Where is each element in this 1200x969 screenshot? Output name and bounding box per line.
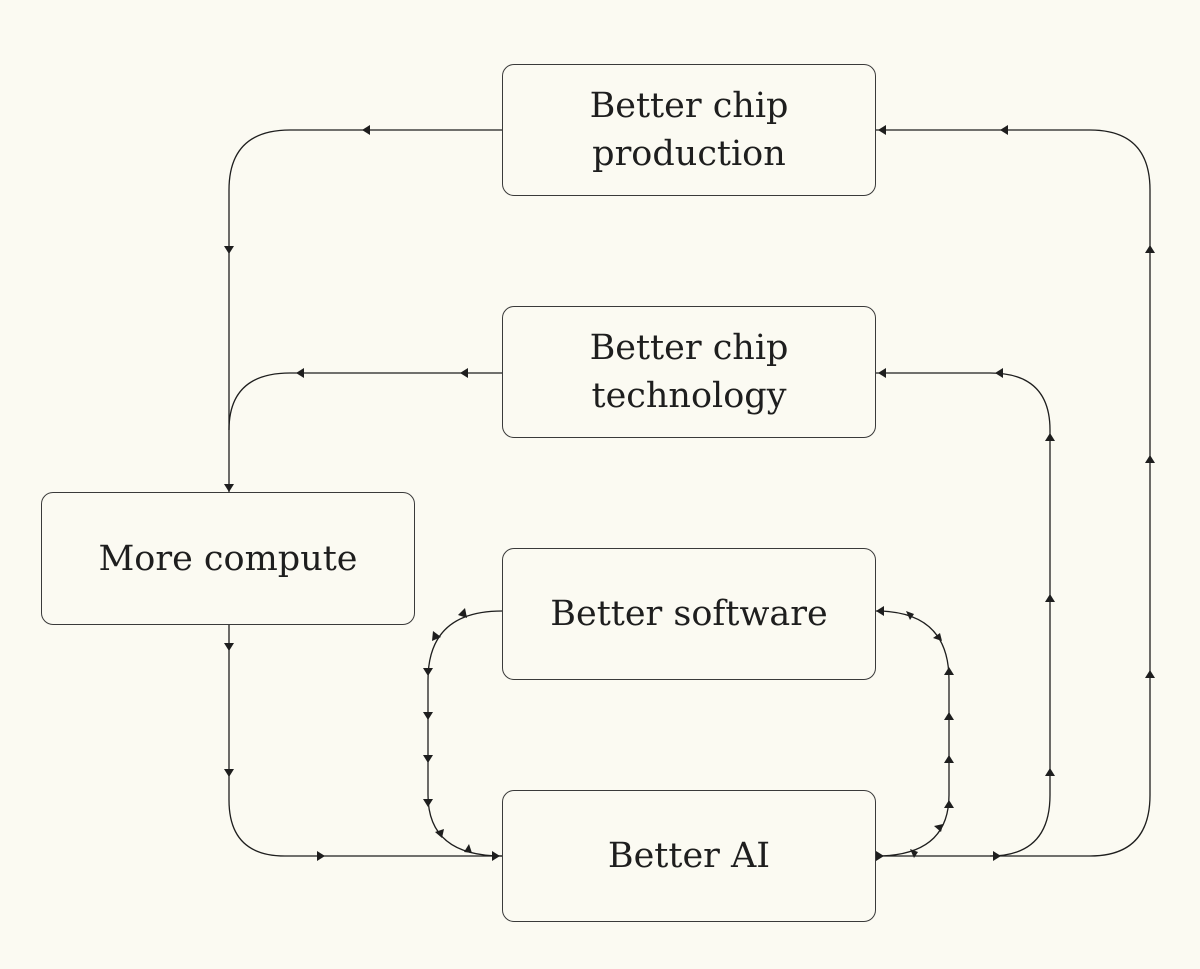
arrowhead [317,851,325,861]
arrowhead [460,368,468,378]
node-better-ai: Better AI [502,790,876,922]
node-label-line2: production [592,134,786,174]
arrowhead [944,755,954,763]
arrowhead [876,851,884,861]
arrowhead [934,824,943,832]
arrowhead [1000,125,1008,135]
arrowhead [423,755,433,763]
arrowhead [910,849,918,858]
node-label-line1: Better chip [589,328,789,368]
arrowhead [944,667,954,675]
node-label: Better AI [607,836,771,876]
edge-ai-to-software [875,610,950,857]
arrowhead [492,851,500,861]
arrowhead [432,631,441,641]
edge-software-to-ai [427,610,503,857]
arrowhead [458,608,467,618]
arrowhead [464,844,472,853]
arrowhead [944,712,954,720]
arrowhead [1045,433,1055,441]
node-label: More compute [98,538,358,579]
edge-technology-to-compute [228,372,502,431]
arrowhead [296,368,304,378]
arrowhead [1145,245,1155,253]
arrowhead [1045,594,1055,602]
edge-compute-to-ai [228,625,502,857]
arrowhead [224,769,234,777]
arrowhead [362,125,370,135]
arrowhead [224,484,234,492]
arrowhead [1145,670,1155,678]
node-label: Better software [550,594,828,634]
node-label-line1: Better chip [589,86,789,126]
node-more-compute: More compute [41,492,415,625]
arrowhead [933,633,942,641]
node-better-software: Better software [502,548,876,680]
arrowhead [906,611,914,620]
edge-production-to-compute [228,129,502,492]
arrowhead [224,643,234,651]
arrowhead [878,368,886,378]
node-label-line2: technology [591,376,787,416]
arrowhead [435,829,444,838]
arrowhead [944,800,954,808]
arrowhead [993,851,1001,861]
arrowhead [995,368,1003,378]
arrowhead [423,668,433,676]
node-better-chip-technology: Better chip technology [502,306,876,438]
arrowhead [224,246,234,254]
node-better-chip-production: Better chip production [502,64,876,196]
arrowhead [876,606,884,616]
edge-ai-to-production [876,129,1151,857]
arrowhead [1145,455,1155,463]
edge-ai-to-technology [876,372,1051,857]
arrowhead [878,125,886,135]
arrowhead [1045,768,1055,776]
arrowhead [423,799,433,807]
arrowhead [423,712,433,720]
